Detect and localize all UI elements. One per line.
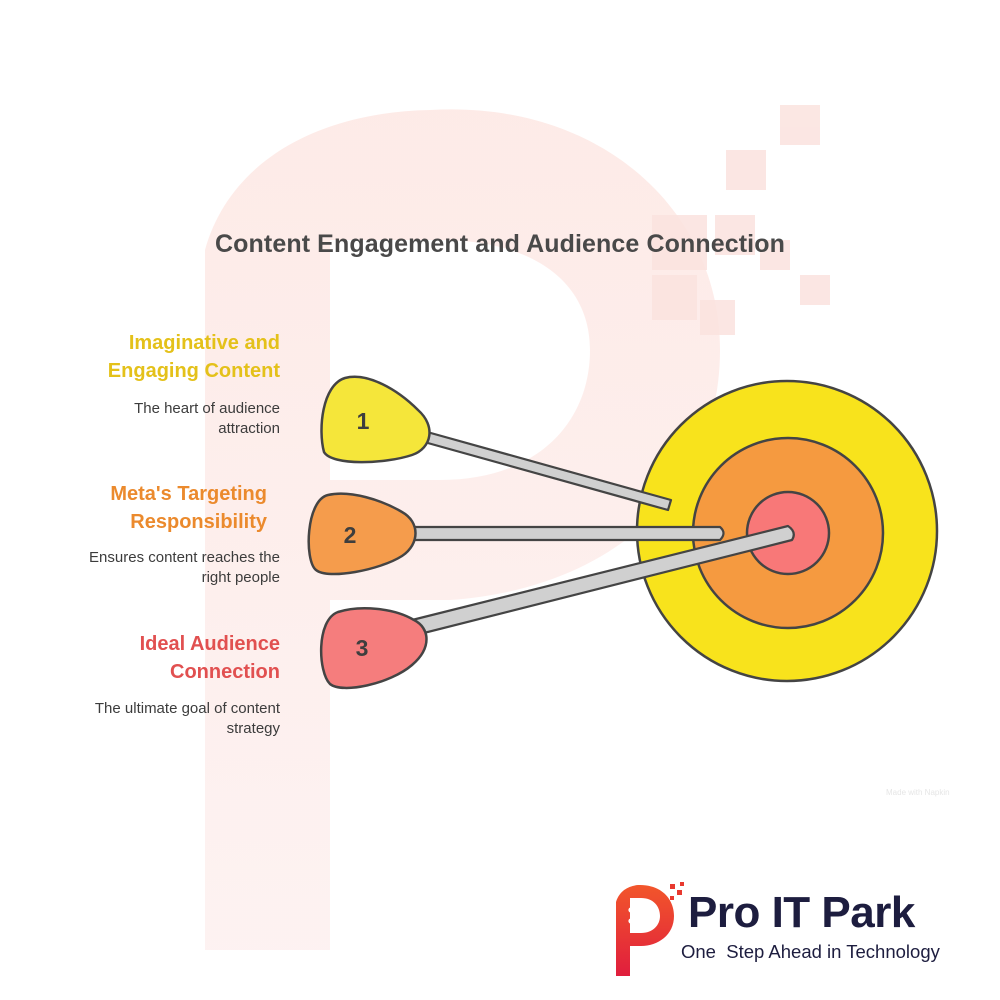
dart-1-head — [320, 375, 431, 464]
logo-name: Pro IT Park — [688, 888, 915, 937]
dart-3-number: 3 — [356, 635, 369, 661]
item-1-description: The heart of audience attraction — [10, 399, 280, 439]
logo-mark-icon — [616, 882, 684, 976]
item-1-title-line1: Imaginative and — [128, 332, 280, 354]
item-1-title-line2: Engaging Content — [107, 360, 280, 382]
item-3-title: Ideal Audience Connection — [20, 630, 280, 686]
item-1-title: Imaginative and Engaging Content — [20, 329, 280, 385]
dart-1-number: 1 — [357, 408, 370, 434]
dart-3-shaft — [410, 524, 795, 637]
item-2-title-line2: Responsibility — [130, 511, 267, 533]
item-2-description: Ensures content reaches the right people — [10, 548, 280, 588]
item-3-title-line1: Ideal Audience — [139, 633, 280, 655]
dart-3: 3 — [320, 524, 795, 690]
dart-2-head — [307, 492, 417, 576]
item-2-title: Meta's Targeting Responsibility — [7, 480, 267, 536]
item-2-desc-line1: Ensures content reaches the — [89, 549, 280, 566]
item-1-desc-line1: The heart of audience — [134, 400, 280, 417]
item-3-title-line2: Connection — [170, 661, 280, 683]
item-1-desc-line2: attraction — [218, 420, 280, 437]
dart-1-shaft — [415, 428, 673, 512]
logo-tagline: One Step Ahead in Technology — [681, 941, 940, 962]
dart-1: 1 — [320, 375, 673, 512]
dart-2-number: 2 — [344, 522, 357, 548]
diagram-title: Content Engagement and Audience Connecti… — [215, 230, 785, 258]
item-3-desc-line2: strategy — [226, 720, 280, 737]
dart-3-head — [320, 607, 428, 690]
item-2-title-line1: Meta's Targeting — [110, 483, 267, 505]
item-3-description: The ultimate goal of content strategy — [10, 699, 280, 739]
item-2-desc-line2: right people — [201, 569, 280, 586]
dart-2: 2 — [307, 492, 725, 576]
item-3-desc-line1: The ultimate goal of content — [94, 700, 280, 717]
credit-text: Made with Napkin — [886, 788, 950, 797]
brand-logo: Pro IT Park One Step Ahead in Technology — [608, 880, 968, 980]
dart-2-shaft — [403, 525, 725, 542]
